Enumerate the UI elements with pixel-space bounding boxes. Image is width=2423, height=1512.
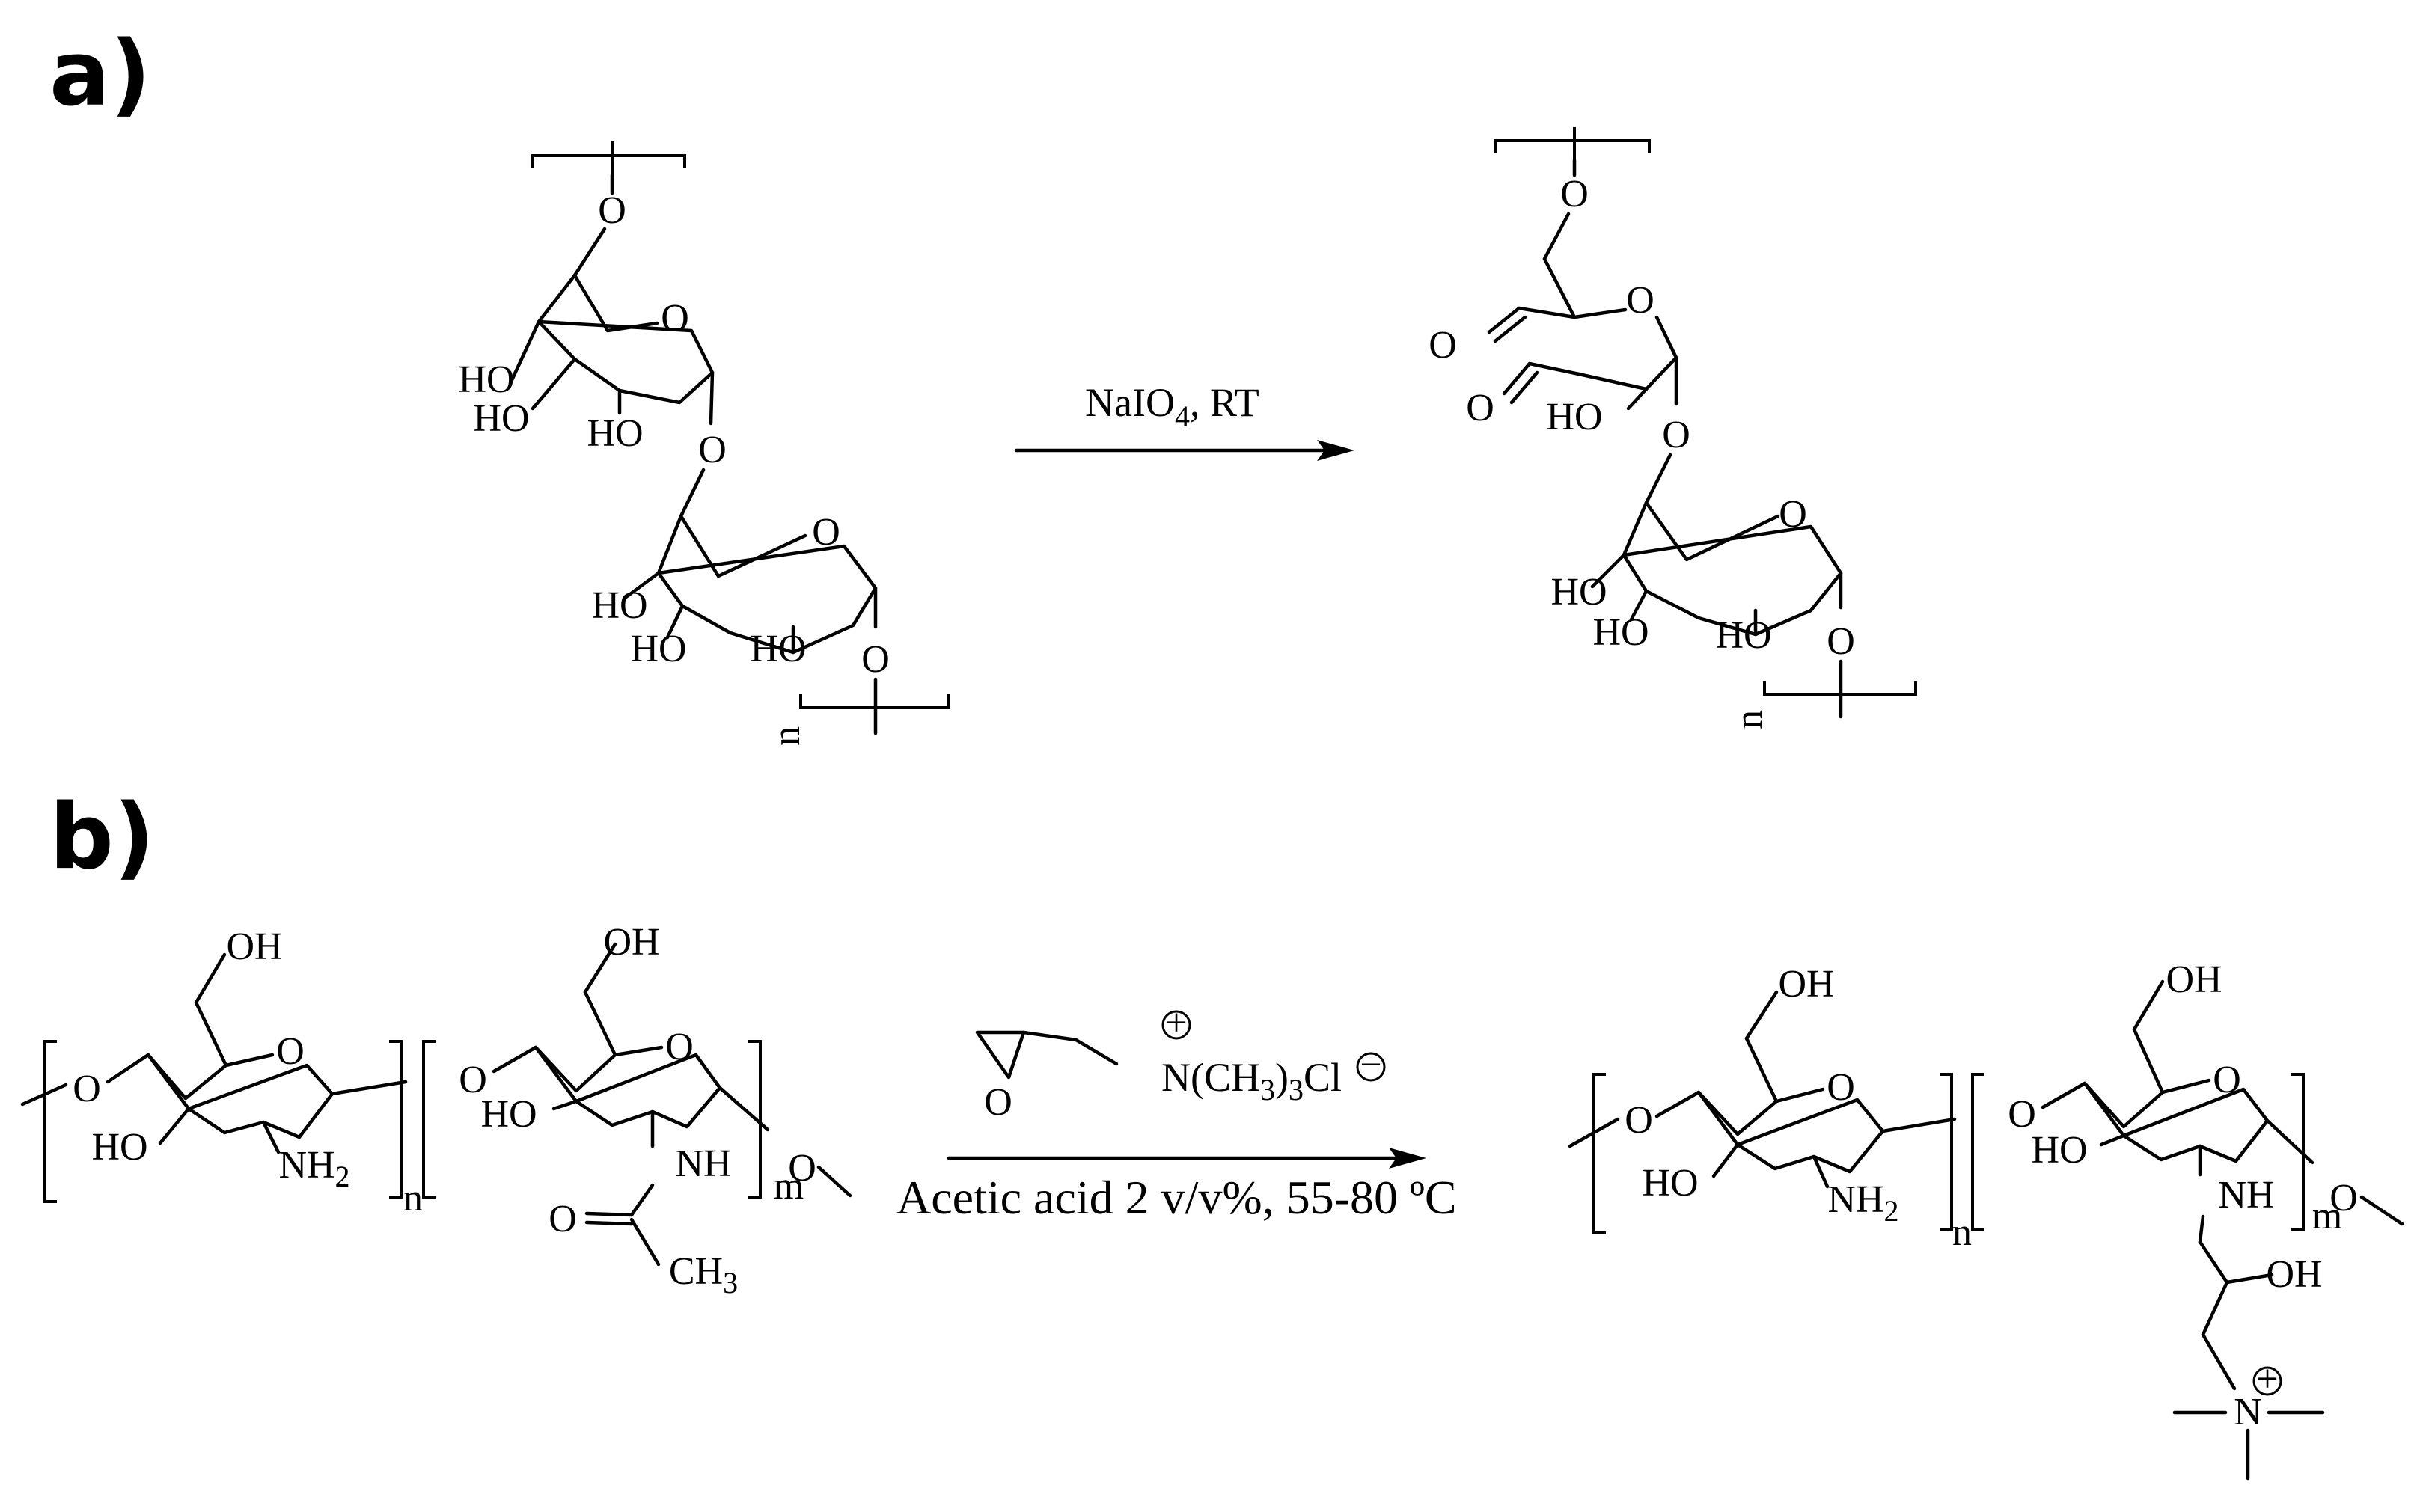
panel-b-reactant: O O OH HO NH2 n O O OH HO NH O (20, 921, 852, 1300)
atom-o: O (812, 511, 840, 554)
charge-plus: + (1165, 1002, 1187, 1044)
ring2 (656, 514, 878, 655)
atom-o: O (2329, 1177, 2358, 1219)
atom-oh: OH (2266, 1253, 2322, 1296)
bracket (1494, 127, 1651, 160)
atom-o: O (698, 429, 727, 471)
reagent-label: NaIO4, RT (1085, 380, 1259, 433)
bracket (531, 141, 686, 175)
charge-plus: + (2256, 1358, 2278, 1401)
atom-ho: HO (750, 628, 806, 670)
bracket (799, 694, 950, 709)
atom-ho: HO (91, 1126, 147, 1169)
atom-o: O (1662, 414, 1690, 456)
atom-nh2: NH2 (1827, 1178, 1898, 1228)
atom-o: O (1779, 493, 1807, 536)
atom-o: O (1827, 1066, 1855, 1109)
atom-n: N (2234, 1391, 2262, 1433)
atom-oh: OH (603, 921, 659, 964)
reagent-ammonium: N(CH3)3Cl (1161, 1055, 1342, 1107)
atom-ho: HO (1715, 614, 1771, 657)
charge-minus: − (1360, 1044, 1381, 1086)
atom-o: O (2008, 1093, 2036, 1136)
bracket (1763, 681, 1917, 696)
panel-b-label: b) (49, 786, 155, 890)
atom-o: O (549, 1198, 577, 1240)
atom-nh: NH (2218, 1174, 2274, 1216)
subscript-m: m (2312, 1195, 2342, 1237)
atom-ho: HO (1550, 571, 1607, 613)
atom-ho: HO (591, 584, 647, 627)
atom-ch3: CH3 (669, 1250, 738, 1300)
atom-ho: HO (473, 397, 529, 440)
atom-o: O (459, 1059, 487, 1101)
atom-o: O (2213, 1059, 2241, 1101)
atom-ho: HO (587, 412, 643, 455)
panel-b-product: O O OH HO NH2 n O O OH HO NH m O (1568, 958, 2404, 1481)
atom-ho: HO (1642, 1162, 1698, 1205)
panel-a-arrow: NaIO4, RT (1014, 380, 1354, 461)
atom-o: O (1625, 1099, 1653, 1142)
atom-o: O (1429, 324, 1457, 367)
atom-ho: HO (1592, 611, 1649, 654)
epoxide-o: O (984, 1081, 1012, 1124)
subscript-n: n (403, 1177, 423, 1219)
atom-o: O (861, 638, 890, 681)
panel-b-arrow: O + N(CH3)3Cl − Acetic acid 2 v/v%, 55-8… (896, 1002, 1457, 1224)
panel-a-reactant: O O HO HO HO O O HO HO HO O n (458, 141, 950, 746)
atom-o: O (1560, 173, 1589, 215)
atom-o: O (598, 189, 626, 232)
atom-ho: HO (480, 1093, 537, 1136)
atom-ho: HO (458, 358, 514, 401)
atom-ho: HO (630, 628, 686, 670)
panel-a-product: O O O O HO O O HO HO HO O n (1429, 127, 1917, 729)
atom-o: O (665, 1026, 694, 1068)
atom-nh: NH (675, 1142, 731, 1185)
repeat-subscript: n (766, 726, 808, 746)
repeat-subscript: n (1728, 710, 1770, 729)
atom-oh: OH (1778, 963, 1834, 1006)
atom-oh: OH (2166, 958, 2222, 1001)
subscript-n: n (1952, 1211, 1972, 1254)
atom-o: O (661, 297, 689, 340)
atom-o: O (73, 1068, 101, 1110)
atom-oh: OH (226, 925, 282, 968)
atom-o: O (276, 1030, 305, 1073)
subscript-m: m (774, 1165, 804, 1208)
atom-o: O (788, 1147, 816, 1190)
atom-ho: HO (1546, 396, 1602, 438)
reaction-conditions: Acetic acid 2 v/v%, 55-80 ºC (896, 1171, 1457, 1224)
atom-o: O (1626, 279, 1654, 322)
atom-nh2: NH2 (278, 1144, 349, 1193)
atom-ho: HO (2031, 1129, 2087, 1172)
atom-o: O (1827, 620, 1855, 663)
atom-o: O (1466, 387, 1494, 429)
panel-a-label: a) (49, 22, 151, 126)
